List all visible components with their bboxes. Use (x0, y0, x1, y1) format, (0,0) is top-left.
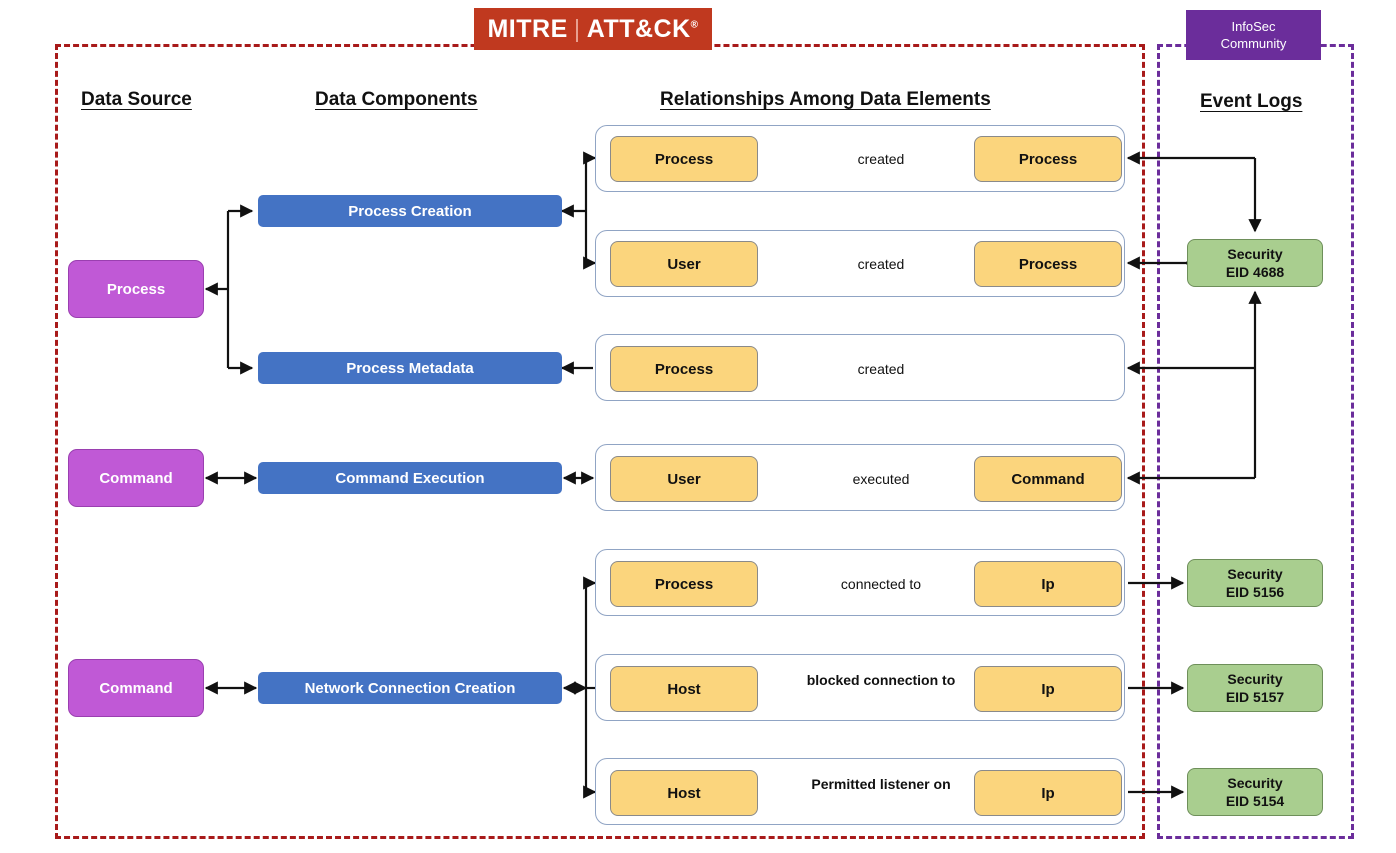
relationship-target-label: Process (1018, 150, 1078, 168)
event-log-channel: Security (1227, 775, 1283, 791)
relationship-target-node[interactable]: Command (974, 456, 1122, 502)
event-log-security-5157[interactable]: Security EID 5157 (1187, 664, 1323, 712)
relationship-target-node[interactable]: Ip (974, 561, 1122, 607)
relationship-row[interactable]: Process created Process (595, 125, 1125, 192)
column-header-event-logs: Event Logs (1200, 91, 1303, 112)
relationship-source-node[interactable]: User (610, 241, 758, 287)
relationship-source-node[interactable]: Host (610, 666, 758, 712)
relationship-predicate: executed (852, 471, 910, 487)
region-infosec-community-boundary (1157, 44, 1354, 839)
relationship-row[interactable]: Host blocked connection to Ip (595, 654, 1125, 721)
event-log-security-5156[interactable]: Security EID 5156 (1187, 559, 1323, 607)
data-source-command-execution[interactable]: Command (68, 449, 204, 507)
relationship-predicate: created (857, 361, 905, 377)
column-header-data-source: Data Source (81, 89, 192, 110)
data-component-process-metadata[interactable]: Process Metadata (258, 352, 562, 384)
relationship-source-node[interactable]: Host (610, 770, 758, 816)
relationship-target-label: Ip (1041, 680, 1055, 698)
event-log-eid: EID 5156 (1225, 584, 1285, 600)
relationship-target-node[interactable]: Ip (974, 770, 1122, 816)
relationship-row[interactable]: User executed Command (595, 444, 1125, 511)
column-header-data-components: Data Components (315, 89, 478, 110)
mitre-logo-separator: | (573, 14, 581, 43)
relationship-row[interactable]: Process connected to Ip (595, 549, 1125, 616)
relationship-target-label: Process (1018, 255, 1078, 273)
event-log-channel: Security (1227, 566, 1283, 582)
infosec-chip-line2: Community (1220, 36, 1287, 51)
column-header-relationships: Relationships Among Data Elements (660, 89, 991, 110)
relationship-source-label: User (667, 255, 701, 273)
relationship-source-label: Host (667, 680, 701, 698)
relationship-target-label: Ip (1041, 575, 1055, 593)
relationship-target-label: Command (1011, 470, 1085, 488)
data-source-command-network[interactable]: Command (68, 659, 204, 717)
relationship-source-node[interactable]: Process (610, 346, 758, 392)
relationship-row[interactable]: Host Permitted listener on Ip (595, 758, 1125, 825)
relationship-row[interactable]: Process created (595, 334, 1125, 401)
relationship-source-label: Host (667, 784, 701, 802)
relationship-source-label: Process (654, 360, 714, 378)
mitre-logo-right: ATT&CK (586, 14, 691, 43)
relationship-target-node[interactable]: Ip (974, 666, 1122, 712)
relationship-row[interactable]: User created Process (595, 230, 1125, 297)
relationship-target-node[interactable]: Process (974, 136, 1122, 182)
relationship-target-node[interactable]: Process (974, 241, 1122, 287)
relationship-source-label: User (667, 470, 701, 488)
event-log-eid: EID 5154 (1225, 793, 1285, 809)
relationship-predicate: blocked connection to (806, 672, 956, 688)
data-source-label: Command (99, 679, 173, 697)
relationship-source-label: Process (654, 150, 714, 168)
event-log-eid: EID 4688 (1225, 264, 1285, 280)
mitre-logo-left: MITRE (487, 14, 568, 43)
data-component-command-execution[interactable]: Command Execution (258, 462, 562, 494)
data-source-label: Command (99, 469, 173, 487)
relationship-source-node[interactable]: Process (610, 561, 758, 607)
data-source-process[interactable]: Process (68, 260, 204, 318)
relationship-source-node[interactable]: Process (610, 136, 758, 182)
relationship-predicate: Permitted listener on (811, 776, 951, 792)
infosec-chip-line1: InfoSec (1231, 19, 1276, 34)
relationship-predicate: created (857, 151, 905, 167)
data-component-label: Process Creation (348, 202, 472, 220)
relationship-predicate: connected to (840, 576, 922, 592)
event-log-channel: Security (1227, 246, 1283, 262)
event-log-security-5154[interactable]: Security EID 5154 (1187, 768, 1323, 816)
relationship-target-label: Ip (1041, 784, 1055, 802)
data-component-network-connection-creation[interactable]: Network Connection Creation (258, 672, 562, 704)
data-component-process-creation[interactable]: Process Creation (258, 195, 562, 227)
relationship-source-node[interactable]: User (610, 456, 758, 502)
data-component-label: Command Execution (335, 469, 485, 487)
data-component-label: Process Metadata (346, 359, 474, 377)
mitre-attack-logo: MITRE|ATT&CK® (474, 8, 712, 50)
relationship-source-label: Process (654, 575, 714, 593)
event-log-channel: Security (1227, 671, 1283, 687)
relationship-predicate: created (857, 256, 905, 272)
event-log-eid: EID 5157 (1225, 689, 1285, 705)
event-log-security-4688[interactable]: Security EID 4688 (1187, 239, 1323, 287)
infosec-community-chip: InfoSec Community (1186, 10, 1321, 60)
data-source-label: Process (106, 280, 166, 298)
registered-trademark-icon: ® (690, 19, 699, 31)
data-component-label: Network Connection Creation (304, 679, 516, 697)
